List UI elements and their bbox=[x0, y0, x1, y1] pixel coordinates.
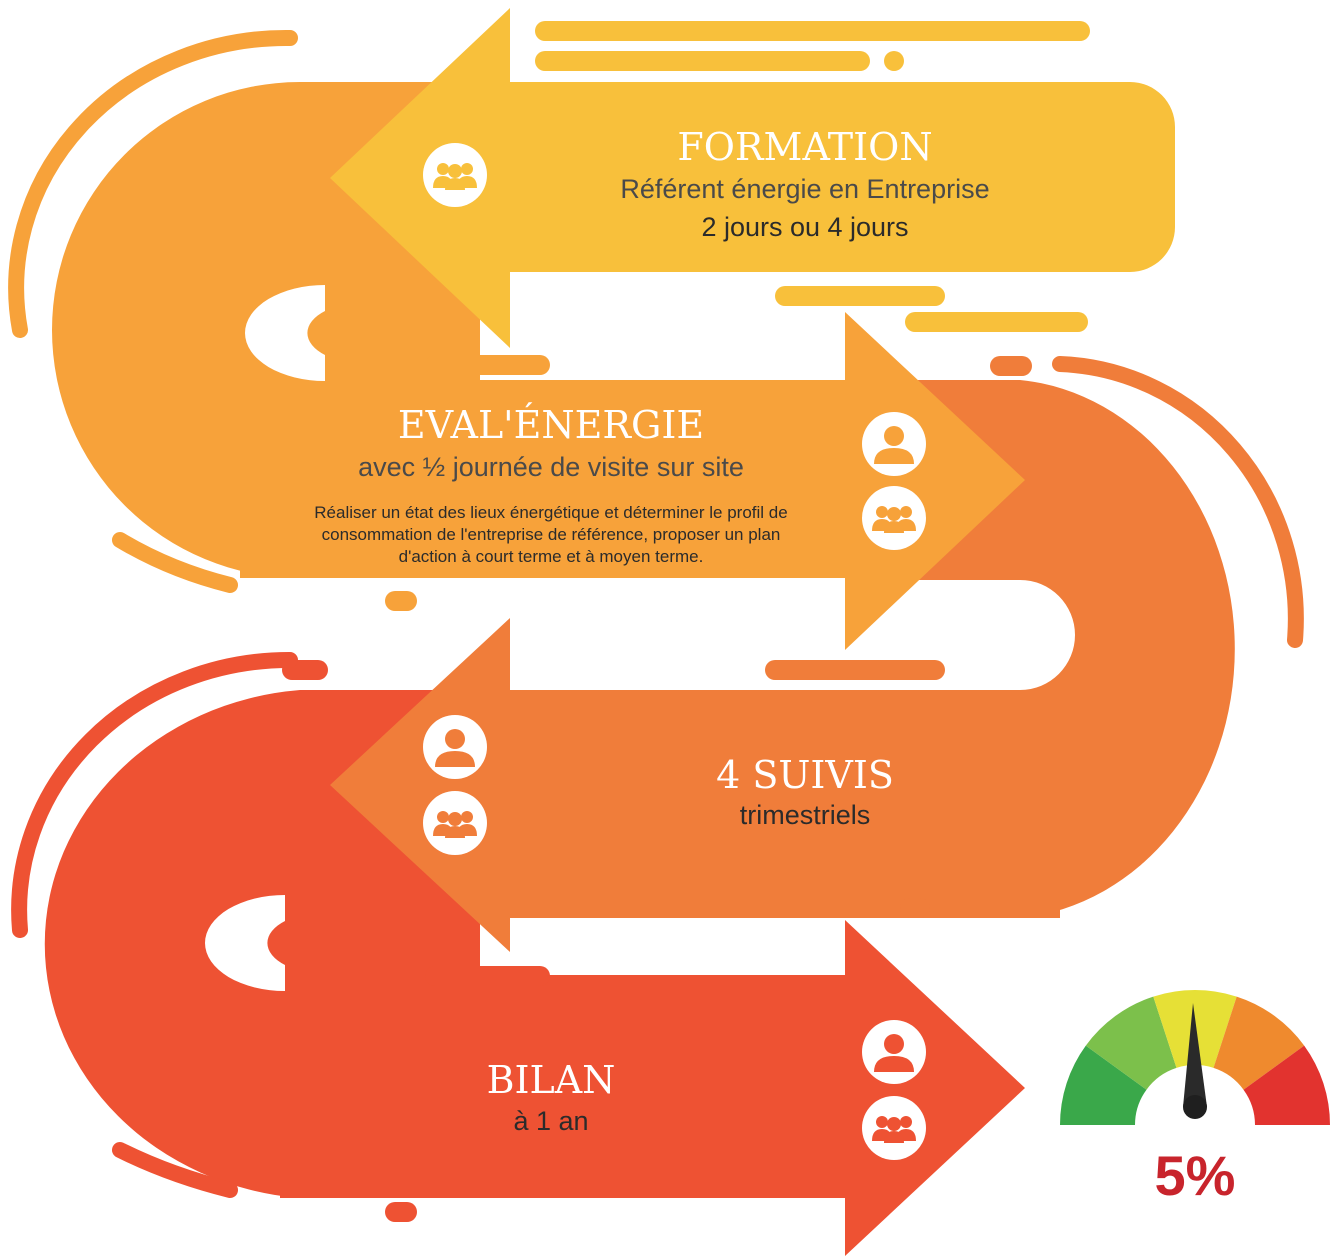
group-icon bbox=[862, 1096, 926, 1160]
eval-energie-description-line: consommation de l'entreprise de référenc… bbox=[322, 525, 781, 544]
formation-detail: 2 jours ou 4 jours bbox=[701, 212, 908, 242]
formation-title: FORMATION bbox=[677, 125, 932, 169]
person-icon bbox=[862, 1020, 926, 1084]
suivis-subtitle: trimestriels bbox=[740, 800, 871, 830]
right-ring bbox=[990, 590, 1070, 690]
gauge-segment bbox=[1085, 996, 1177, 1090]
bottom-left-ring bbox=[205, 895, 285, 991]
gauge: 5% bbox=[1060, 989, 1330, 1207]
formation-subtitle: Référent énergie en Entreprise bbox=[620, 174, 989, 204]
gauge-segment bbox=[1060, 1045, 1147, 1125]
bilan-title: BILAN bbox=[487, 1058, 616, 1102]
bilan-arrow bbox=[280, 920, 1025, 1256]
formation-arrow bbox=[330, 8, 1175, 348]
eval-energie-description-line: Réaliser un état des lieux énergétique e… bbox=[314, 503, 787, 522]
eval-energie-arrow bbox=[240, 312, 1025, 650]
top-left-ring bbox=[245, 285, 325, 381]
gauge-segment bbox=[1243, 1045, 1330, 1125]
person-icon bbox=[862, 412, 926, 476]
suivis-title: 4 SUIVIS bbox=[716, 753, 894, 797]
decorative-dashes bbox=[8, 21, 1304, 1222]
eval-energie-description-line: d'action à court terme et à moyen terme. bbox=[399, 547, 704, 566]
group-icon bbox=[423, 791, 487, 855]
group-icon bbox=[862, 486, 926, 550]
group-icon bbox=[423, 143, 487, 207]
eval-energie-subtitle: avec ½ journée de visite sur site bbox=[358, 452, 744, 482]
bottom-left-curve bbox=[44, 690, 900, 1198]
person-icon bbox=[423, 715, 487, 779]
gauge-segment bbox=[1213, 996, 1305, 1090]
gauge-value: 5% bbox=[1155, 1144, 1236, 1207]
bilan-subtitle: à 1 an bbox=[513, 1106, 588, 1136]
eval-energie-title: EVAL'ÉNERGIE bbox=[398, 403, 704, 447]
suivis-arrow bbox=[330, 618, 1060, 952]
gauge-needle bbox=[1183, 1003, 1207, 1107]
gauge-hub bbox=[1183, 1095, 1207, 1119]
